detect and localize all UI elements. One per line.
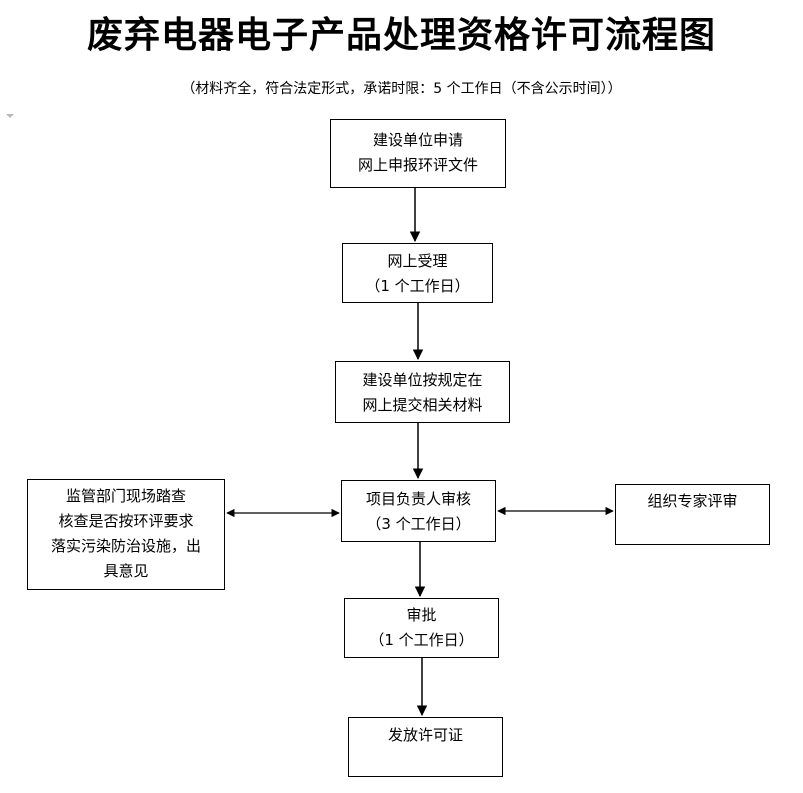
step-approve-line1: 审批 xyxy=(406,606,437,624)
expert-review-line1: 组织专家评审 xyxy=(647,492,738,510)
site-inspection-line4: 具意见 xyxy=(103,562,149,580)
step-accept-box: 网上受理 （1 个工作日） xyxy=(342,243,493,303)
step-submit-line2: 网上提交相关材料 xyxy=(362,396,483,414)
step-review-box: 项目负责人审核 （3 个工作日） xyxy=(341,480,496,542)
step-submit-line1: 建设单位按规定在 xyxy=(362,371,483,389)
step-approve-box: 审批 （1 个工作日） xyxy=(344,598,499,658)
step-accept-line2: （1 个工作日） xyxy=(365,277,470,295)
step-issue-line1: 发放许可证 xyxy=(387,726,463,744)
page-title: 废弃电器电子产品处理资格许可流程图 xyxy=(86,14,716,56)
site-inspection-box: 监管部门现场踏查 核查是否按环评要求 落实污染防治设施，出 具意见 xyxy=(27,479,225,590)
step-review-line1: 项目负责人审核 xyxy=(365,490,471,508)
step-approve-line2: （1 个工作日） xyxy=(369,631,474,649)
site-inspection-line1: 监管部门现场踏查 xyxy=(65,487,186,505)
site-inspection-line3: 落实污染防治设施，出 xyxy=(50,537,201,555)
expert-review-box: 组织专家评审 xyxy=(615,484,770,545)
step-submit-box: 建设单位按规定在 网上提交相关材料 xyxy=(335,361,510,423)
site-inspection-line2: 核查是否按环评要求 xyxy=(58,512,194,530)
step-review-line2: （3 个工作日） xyxy=(366,515,471,533)
step-issue-box: 发放许可证 xyxy=(348,717,503,777)
page-subtitle: （材料齐全，符合法定形式，承诺时限：5 个工作日（不含公示时间）） xyxy=(181,81,622,97)
step-apply-box: 建设单位申请 网上申报环评文件 xyxy=(330,119,506,188)
step-apply-line2: 网上申报环评文件 xyxy=(357,156,478,174)
dropdown-marker-icon xyxy=(6,114,14,118)
step-apply-line1: 建设单位申请 xyxy=(372,131,463,149)
step-accept-line1: 网上受理 xyxy=(387,252,448,270)
